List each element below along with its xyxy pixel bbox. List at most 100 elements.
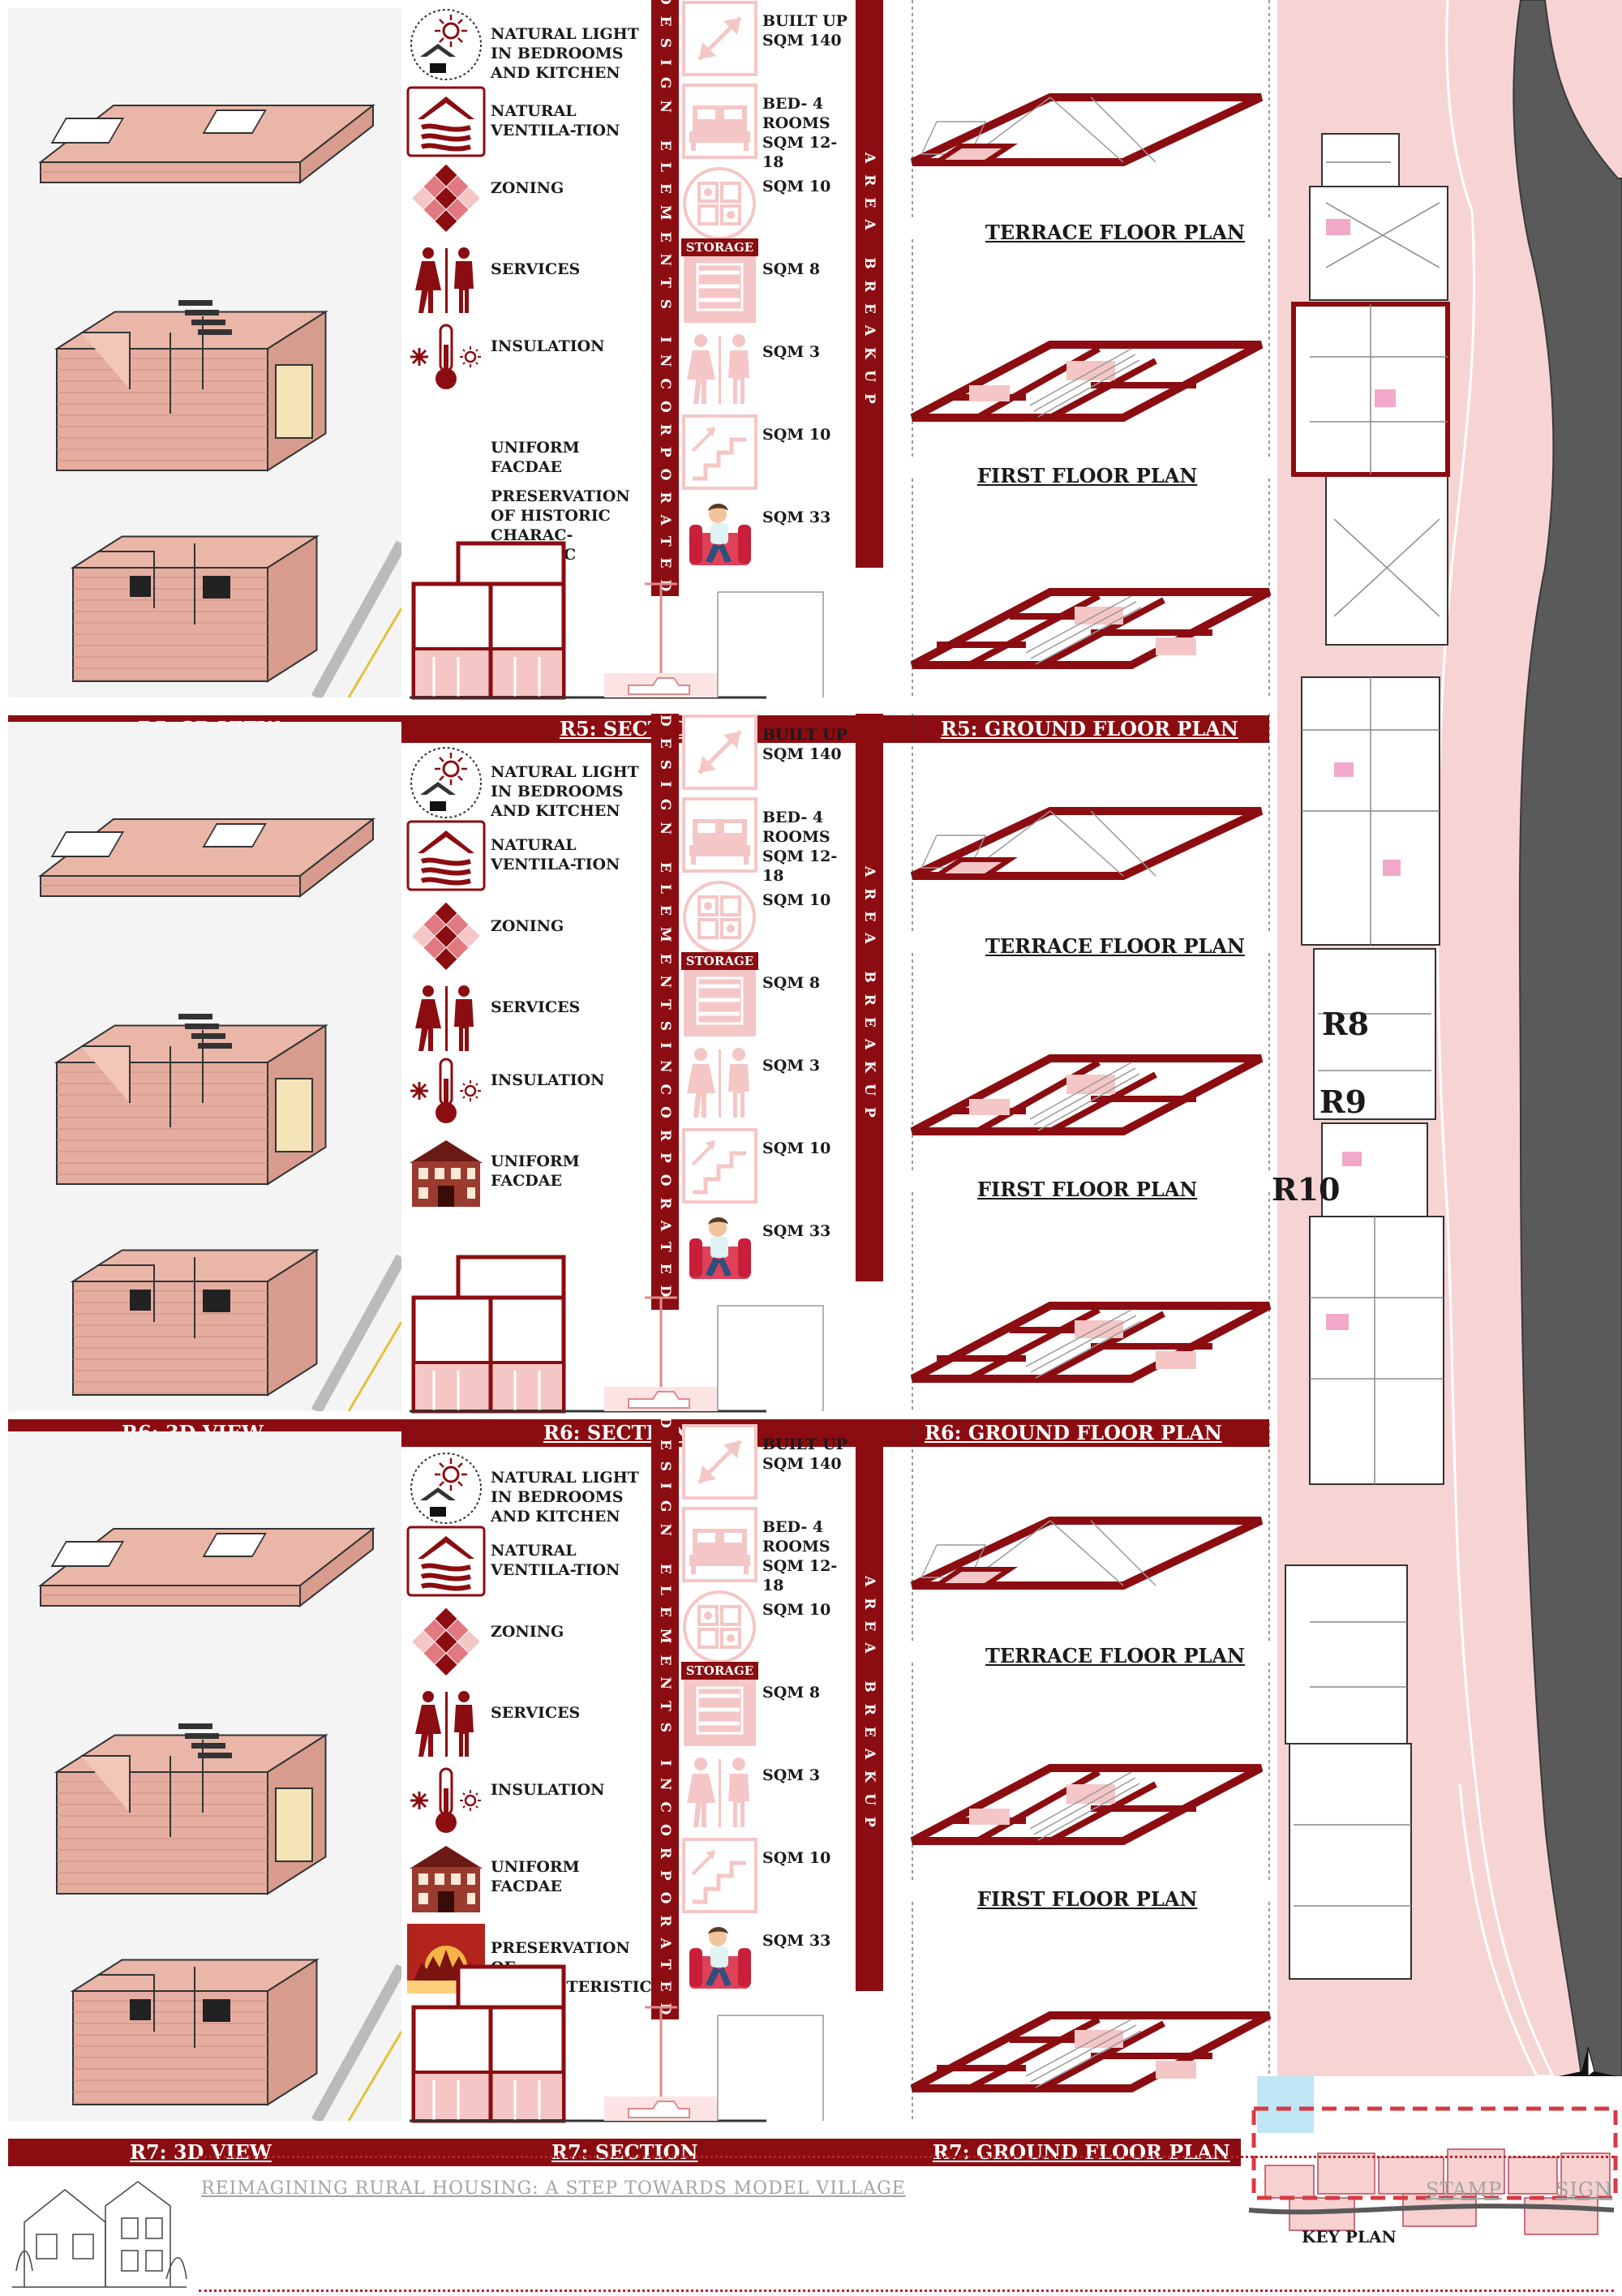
design-element-item: SERVICES <box>406 981 649 1054</box>
site-label-r9: R9 <box>1319 1084 1367 1120</box>
zoning-diamond-icon <box>406 1606 487 1679</box>
3d-view-r7 <box>8 1431 401 2121</box>
design-element-label: INSULATION <box>491 337 605 355</box>
terrace-plan-title: TERRACE FLOOR PLAN <box>985 221 1245 244</box>
design-elements-bar-text: DESIGN ELEMENTS INCORPORATED <box>657 1416 673 2027</box>
ground-caption: R6: GROUND FLOOR PLAN <box>925 1421 1222 1444</box>
design-elements-bar: DESIGN ELEMENTS INCORPORATED <box>651 1416 679 2027</box>
area-item-label: SQM 8 <box>762 974 821 992</box>
ground-floor-plan-drawing <box>888 1192 1273 1411</box>
kitchen-icon <box>681 165 758 242</box>
arrow-diagonal-icon <box>681 1423 758 1500</box>
terrace-floor-plan-drawing <box>888 0 1273 219</box>
sign-label: SIGN <box>1555 2178 1613 2201</box>
terrace-floor-plan-drawing <box>888 714 1273 933</box>
design-element-label: SERVICES <box>491 998 581 1016</box>
storage-tag: STORAGE <box>681 238 758 256</box>
design-element-label: NATURAL LIGHT IN BEDROOMS AND KITCHEN <box>491 763 639 820</box>
design-element-label: UNIFORM FACDAE <box>491 439 580 476</box>
site-plan <box>1277 0 1622 2076</box>
area-item-label: SQM 33 <box>762 1932 831 1950</box>
design-element-label: ZONING <box>491 1623 564 1641</box>
sun-house-icon <box>406 746 487 819</box>
view-caption: R7: 3D VIEW <box>130 2140 272 2164</box>
area-item: SQM 10 <box>681 165 852 247</box>
project-title: REIMAGINING RURAL HOUSING: A STEP TOWARD… <box>201 2178 906 2199</box>
storage-icon <box>681 962 758 1039</box>
design-elements-bar-text: DESIGN ELEMENTSINCORPORATED <box>657 715 673 1309</box>
area-item-label: BUILT UP SQM 140 <box>762 12 847 49</box>
area-item: BED- 4 ROOMS SQM 12-18 <box>681 796 852 885</box>
design-element-label: NATURAL VENTILA-TION <box>491 102 620 139</box>
design-element-item: ZONING <box>406 900 649 973</box>
area-item-label: SQM 10 <box>762 426 831 444</box>
ventilation-house-icon <box>406 819 487 892</box>
design-element-label: NATURAL LIGHT IN BEDROOMS AND KITCHEN <box>491 25 639 82</box>
design-element-label: NATURAL LIGHT IN BEDROOMS AND KITCHEN <box>491 1469 639 1526</box>
design-element-item: NATURAL VENTILA-TION <box>406 1525 649 1598</box>
design-element-label: ZONING <box>491 917 564 935</box>
design-elements-list: NATURAL LIGHT IN BEDROOMS AND KITCHEN NAT… <box>406 0 649 600</box>
thermometer-icon <box>406 320 487 393</box>
area-item: SQM 10 <box>681 879 852 960</box>
area-breakup-bar: AREA BREAKUP <box>856 1423 883 1991</box>
bed-icon <box>681 796 758 873</box>
area-item: SQM 33 <box>681 1920 852 2001</box>
area-item-label: SQM 10 <box>762 1601 831 1619</box>
key-plan-water <box>1257 2076 1314 2133</box>
design-element-item: PRESERVATION OF HISTORIC CHARAC-TERISTIC <box>406 470 649 564</box>
living-person-icon <box>681 1920 758 1997</box>
area-item: SQM 10 <box>681 1127 852 1208</box>
first-plan-title: FIRST FLOOR PLAN <box>977 1178 1198 1201</box>
design-element-item: NATURAL LIGHT IN BEDROOMS AND KITCHEN <box>406 1452 649 1526</box>
area-item: BUILT UP SQM 140 <box>681 1423 852 1504</box>
restroom-people-icon <box>406 1687 487 1760</box>
area-item: SQM 33 <box>681 496 852 577</box>
area-item-label: SQM 10 <box>762 891 831 909</box>
key-plan: KEY PLAN <box>1241 2076 1622 2263</box>
arrow-diagonal-icon <box>681 0 758 77</box>
first-floor-plan-drawing <box>888 239 1273 458</box>
area-item-label: SQM 3 <box>762 343 821 361</box>
area-breakup-bar-text: AREA BREAKUP <box>861 152 878 415</box>
footer-rule-top <box>199 2156 1614 2158</box>
ground-floor-plan-drawing <box>888 479 1273 697</box>
design-element-item: INSULATION <box>406 1054 649 1127</box>
design-element-label: SERVICES <box>491 1704 581 1722</box>
area-item: SQM 3 <box>681 1754 852 1835</box>
area-item-label: SQM 3 <box>762 1766 821 1784</box>
area-item-label: BED- 4 ROOMS SQM 12-18 <box>762 95 838 171</box>
design-element-label: UNIFORM FACDAE <box>491 1152 580 1190</box>
design-element-item: INSULATION <box>406 320 649 393</box>
area-item: BED- 4 ROOMS SQM 12-18 <box>681 83 852 171</box>
section-caption: R5: SECTION <box>560 717 706 740</box>
design-element-item: NATURAL LIGHT IN BEDROOMS AND KITCHEN <box>406 746 649 820</box>
ground-floor-plan-drawing <box>888 1902 1273 2121</box>
design-element-label: INSULATION <box>491 1781 605 1799</box>
toilet-people-icon <box>681 1045 758 1122</box>
area-item-label: BUILT UP SQM 140 <box>762 726 847 763</box>
toilet-people-icon <box>681 331 758 408</box>
area-item-label: SQM 33 <box>762 1222 831 1240</box>
area-item-label: BED- 4 ROOMS SQM 12-18 <box>762 809 838 885</box>
section-caption: R7: SECTION <box>551 2140 698 2164</box>
living-person-icon <box>681 1210 758 1287</box>
design-element-item: NATURAL VENTILA-TION <box>406 85 649 158</box>
site-label-r8: R8 <box>1322 1006 1370 1042</box>
design-element-label: NATURAL VENTILA-TION <box>491 1542 620 1579</box>
area-item-label: BUILT UP SQM 140 <box>762 1436 847 1473</box>
3d-view-r5 <box>8 8 401 697</box>
area-item: SQM 3 <box>681 1045 852 1126</box>
stamp-label: STAMP <box>1426 2178 1503 2201</box>
ventilation-house-icon <box>406 85 487 158</box>
area-item: SQM 3 <box>681 331 852 412</box>
